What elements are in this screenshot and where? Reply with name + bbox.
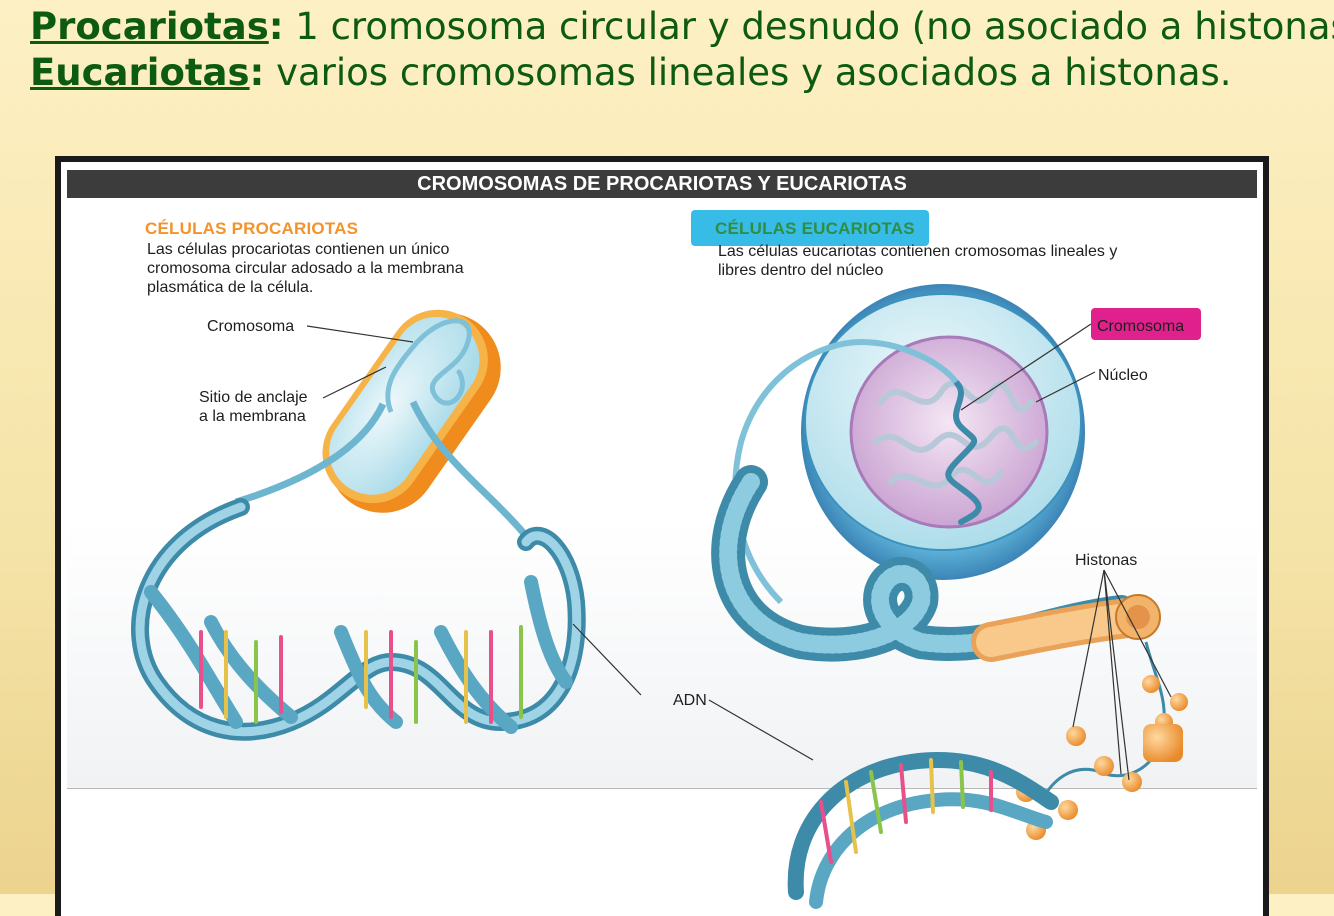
term-eucariotas: Eucariotas <box>30 51 250 94</box>
heading-colon: : <box>269 5 284 48</box>
label-membrane-anchor-line2: a la membrana <box>199 407 308 426</box>
eukaryotic-cell <box>735 284 1085 602</box>
prokaryote-title: CÉLULAS PROCARIOTAS <box>145 219 358 239</box>
label-chromosome-prokaryote: Cromosoma <box>207 317 294 336</box>
eukaryote-description: Las células eucariotas contienen cromoso… <box>718 242 1158 280</box>
term-procariotas: Procariotas <box>30 5 269 48</box>
label-membrane-anchor: Sitio de anclaje a la membrana <box>199 388 308 426</box>
prokaryote-description: Las células procariotas contienen un úni… <box>147 240 527 297</box>
heading-text-eucariotas: varios cromosomas lineales y asociados a… <box>264 51 1231 94</box>
heading-line-eucariotas: Eucariotas: varios cromosomas lineales y… <box>30 50 1320 96</box>
eukaryotic-dna-helix <box>796 760 1051 902</box>
slide-heading: Procariotas: 1 cromosoma circular y desn… <box>30 4 1320 96</box>
heading-text-procariotas: 1 cromosoma circular y desnudo (no asoci… <box>284 5 1334 48</box>
prokaryotic-dna-helix <box>140 507 577 732</box>
histone-nucleosomes <box>1016 642 1188 840</box>
label-nucleus: Núcleo <box>1098 366 1148 385</box>
label-histones: Histonas <box>1075 551 1137 570</box>
heading-line-procariotas: Procariotas: 1 cromosoma circular y desn… <box>30 4 1320 50</box>
figure-inner: CROMOSOMAS DE PROCARIOTAS Y EUCARIOTAS <box>61 162 1263 916</box>
eukaryote-title: CÉLULAS EUCARIOTAS <box>715 219 915 239</box>
label-membrane-anchor-line1: Sitio de anclaje <box>199 388 308 407</box>
label-chromosome-eukaryote: Cromosoma <box>1097 317 1184 336</box>
heading-colon: : <box>250 51 265 94</box>
label-dna: ADN <box>673 691 707 710</box>
figure-frame: CROMOSOMAS DE PROCARIOTAS Y EUCARIOTAS <box>55 156 1269 916</box>
